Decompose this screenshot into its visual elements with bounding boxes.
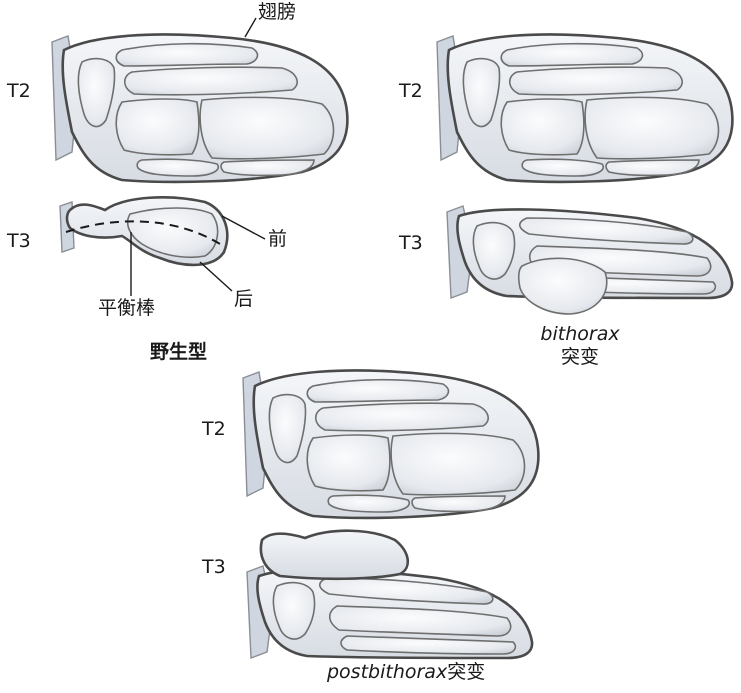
wildtype-wing-pointer — [244, 17, 257, 38]
wildtype-wing-label: 翅膀 — [258, 1, 297, 23]
postbithorax-t2-label: T2 — [202, 418, 226, 440]
bithorax-caption-cn: 突变 — [560, 346, 599, 368]
bithorax-caption: bithorax 突变 — [520, 325, 640, 367]
wildtype-back-label: 后 — [234, 288, 254, 310]
wildtype-haltere-dashed-line — [65, 220, 221, 245]
wildtype-front-pointer — [221, 215, 266, 240]
bithorax-t3-wing — [445, 204, 734, 315]
wildtype-t3-haltere — [59, 196, 229, 267]
wildtype-t3-label: T3 — [7, 230, 31, 252]
postbithorax-caption-cn: 突变 — [447, 661, 486, 683]
postbithorax-caption: postbithorax突变 — [327, 663, 485, 682]
wildtype-haltere-label: 平衡棒 — [98, 297, 156, 319]
bithorax-t2-label: T2 — [399, 80, 423, 102]
wildtype-caption: 野生型 — [150, 341, 208, 363]
postbithorax-t3-wing — [245, 529, 534, 660]
bithorax-t3-label: T3 — [399, 232, 423, 254]
bithorax-caption-name: bithorax — [540, 323, 620, 345]
wildtype-front-label: 前 — [268, 228, 288, 250]
postbithorax-caption-name: postbithorax — [327, 661, 448, 683]
wildtype-back-pointer — [199, 261, 233, 292]
wildtype-t2-label: T2 — [7, 80, 31, 102]
postbithorax-t3-label: T3 — [202, 556, 226, 578]
